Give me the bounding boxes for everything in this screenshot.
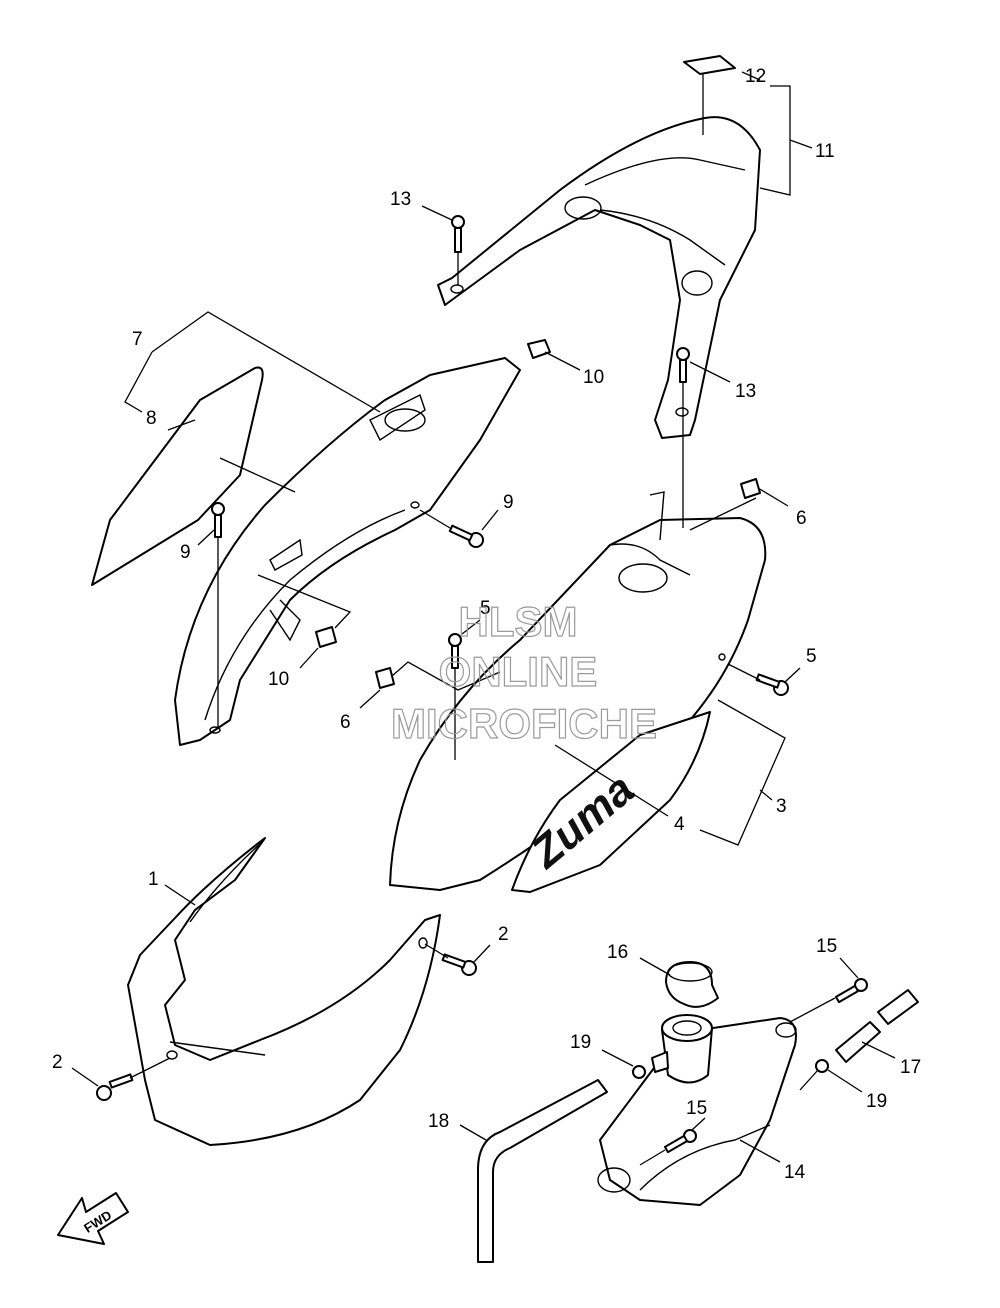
callout-6[interactable]: 6 bbox=[340, 712, 351, 733]
emblem-part-12[interactable] bbox=[683, 55, 736, 75]
screw-part-13-top[interactable] bbox=[451, 215, 465, 253]
callout-16[interactable]: 16 bbox=[607, 942, 628, 963]
hose-part-17[interactable] bbox=[835, 989, 919, 1063]
nut-part-6-left[interactable] bbox=[375, 667, 395, 689]
filler-neck bbox=[651, 1014, 713, 1084]
callout-5[interactable]: 5 bbox=[480, 598, 491, 619]
callout-10[interactable]: 10 bbox=[268, 669, 289, 690]
callout-17[interactable]: 17 bbox=[900, 1057, 921, 1078]
callout-13[interactable]: 13 bbox=[390, 189, 411, 210]
callout-15[interactable]: 15 bbox=[816, 936, 837, 957]
callout-13[interactable]: 13 bbox=[735, 381, 756, 402]
callout-12[interactable]: 12 bbox=[745, 66, 766, 87]
hose-part-18[interactable] bbox=[477, 1079, 608, 1263]
callout-10[interactable]: 10 bbox=[583, 367, 604, 388]
clip-part-19-right[interactable] bbox=[815, 1059, 829, 1073]
watermark-line-2: ONLINE bbox=[439, 648, 598, 695]
callout-labels: 1 2 2 3 4 5 5 6 6 7 8 9 9 10 10 11 12 13… bbox=[52, 66, 921, 1183]
callout-8[interactable]: 8 bbox=[146, 408, 157, 429]
callout-19[interactable]: 19 bbox=[570, 1032, 591, 1053]
watermark: HLSM ONLINE MICROFICHE bbox=[390, 597, 657, 747]
screw-part-2-left[interactable] bbox=[96, 1073, 134, 1101]
screw-part-15-top[interactable] bbox=[834, 978, 868, 1004]
nut-part-10-top[interactable] bbox=[527, 339, 551, 359]
screw-part-15-tank[interactable] bbox=[663, 1129, 697, 1154]
callout-2[interactable]: 2 bbox=[498, 924, 509, 945]
screw-part-2-right[interactable] bbox=[441, 953, 477, 976]
oil-cap-part-16[interactable] bbox=[665, 961, 719, 1008]
callout-2[interactable]: 2 bbox=[52, 1052, 63, 1073]
leg-cover-part-1[interactable] bbox=[127, 837, 441, 1146]
callout-14[interactable]: 14 bbox=[784, 1162, 806, 1183]
clip-part-19-left[interactable] bbox=[632, 1065, 646, 1079]
callout-11[interactable]: 11 bbox=[815, 141, 835, 162]
callout-5[interactable]: 5 bbox=[806, 646, 817, 667]
watermark-line-3: MICROFICHE bbox=[391, 700, 657, 747]
arrow-left-down-icon bbox=[57, 1192, 129, 1245]
nut-part-6-top[interactable] bbox=[740, 478, 761, 499]
watermark-line-1: HLSM bbox=[459, 598, 578, 645]
callout-15[interactable]: 15 bbox=[686, 1098, 707, 1119]
side-panel-part-8[interactable] bbox=[91, 366, 264, 586]
callout-19[interactable]: 19 bbox=[866, 1091, 887, 1112]
screw-part-9-upper[interactable] bbox=[448, 524, 484, 548]
oil-tank-part-14[interactable] bbox=[597, 1017, 797, 1206]
screw-part-5-center[interactable] bbox=[448, 633, 462, 669]
screw-part-9-left[interactable] bbox=[211, 502, 225, 538]
screw-part-5-right[interactable] bbox=[755, 673, 789, 696]
callout-1[interactable]: 1 bbox=[148, 869, 159, 890]
callout-9[interactable]: 9 bbox=[503, 492, 514, 513]
callout-7[interactable]: 7 bbox=[132, 329, 143, 350]
nut-part-10-left[interactable] bbox=[315, 626, 337, 648]
callout-6[interactable]: 6 bbox=[796, 508, 807, 529]
side-rail-part-7[interactable] bbox=[174, 357, 521, 746]
callout-3[interactable]: 3 bbox=[776, 796, 787, 817]
callout-4[interactable]: 4 bbox=[674, 814, 685, 835]
fwd-direction-marker: FWD bbox=[57, 1192, 129, 1245]
leader-lines bbox=[71, 71, 896, 1166]
callout-18[interactable]: 18 bbox=[428, 1111, 449, 1132]
callout-9[interactable]: 9 bbox=[180, 542, 191, 563]
